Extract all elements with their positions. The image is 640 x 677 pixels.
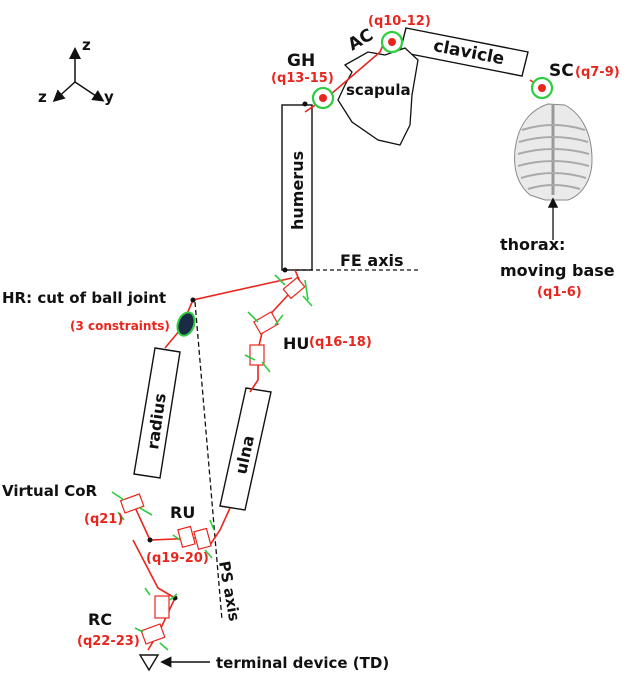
axis-y-label: y — [104, 88, 114, 106]
scapula-segment: scapula — [337, 47, 419, 146]
sc-joint — [530, 76, 554, 100]
gh-q-label: (q13-15) — [271, 71, 334, 86]
hr-label: HR: cut of ball joint — [2, 289, 166, 307]
thorax-q-label: (q1-6) — [537, 285, 582, 300]
rc-joint-cylinders — [134, 587, 178, 651]
ac-joint — [380, 30, 404, 54]
ru-label: RU — [170, 503, 195, 522]
virtual-cor-q-label: (q21) — [84, 512, 123, 527]
hr-ball-joint — [176, 311, 196, 337]
rc-label: RC — [88, 610, 112, 629]
hu-q-label: (q16-18) — [309, 335, 372, 350]
thorax-label-line2: moving base — [500, 261, 615, 280]
axis-z-out-label: z — [38, 88, 47, 106]
ulna-segment: ulna — [219, 387, 272, 511]
clavicle-segment: clavicle — [399, 27, 529, 77]
hr-q-label: (3 constraints) — [70, 319, 170, 333]
virtual-cor-cylinder — [111, 491, 153, 521]
terminal-device — [138, 654, 210, 672]
fe-axis-label: FE axis — [340, 251, 404, 270]
thorax-ribcage — [514, 103, 593, 240]
humerus-segment: humerus — [281, 104, 420, 271]
virtual-cor-label: Virtual CoR — [2, 482, 98, 500]
ac-q-label: (q10-12) — [368, 14, 431, 29]
sc-q-label: (q7-9) — [575, 65, 620, 80]
hu-joint-cylinders — [244, 311, 284, 373]
scapula-label: scapula — [346, 81, 411, 99]
rc-q-label: (q22-23) — [77, 634, 140, 649]
gh-joint — [311, 86, 335, 110]
ru-joint-cylinders — [172, 519, 215, 559]
humerus-label: humerus — [288, 151, 307, 230]
ru-q-label: (q19-20) — [146, 551, 209, 566]
gh-label: GH — [287, 51, 315, 71]
ac-label: AC — [345, 25, 377, 55]
ps-axis-line — [194, 301, 223, 621]
td-label: terminal device (TD) — [216, 654, 389, 672]
fe-joint-cylinder — [274, 274, 313, 307]
hu-label: HU — [283, 334, 309, 353]
sc-label: SC — [549, 61, 574, 81]
radius-segment: radius — [133, 347, 181, 479]
coordinate-frame: z z y — [38, 36, 114, 106]
thorax-label-line1: thorax: — [500, 235, 565, 254]
axis-z-up-label: z — [82, 36, 91, 54]
